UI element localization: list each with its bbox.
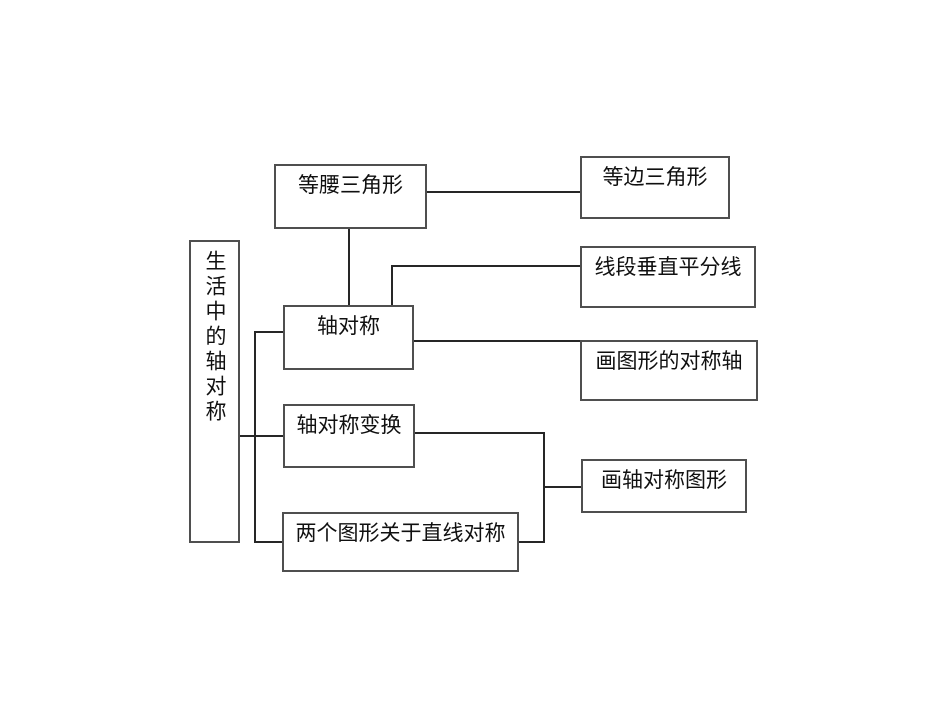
node-draw-symmetry-axis: 画图形的对称轴 (580, 340, 758, 401)
connector-isosceles-to-equilateral (427, 191, 580, 193)
connector-axial-to-draw-axis (414, 340, 580, 342)
connector-left-bus-to-two-figures (254, 541, 282, 543)
node-segment-perpendicular-bisector: 线段垂直平分线 (580, 246, 756, 308)
node-axial-symmetry-transform: 轴对称变换 (283, 404, 415, 468)
connector-left-bus-vertical (254, 331, 256, 543)
connector-two-figures-to-right-bus (519, 541, 545, 543)
node-draw-axisymmetric-figure: 画轴对称图形 (581, 459, 747, 513)
node-isosceles-triangle: 等腰三角形 (274, 164, 427, 229)
connector-isosceles-to-axial (348, 229, 350, 307)
node-life-axial-symmetry: 生活中的轴对称 (189, 240, 240, 543)
connector-perp-bisector-horizontal (392, 265, 580, 267)
node-equilateral-triangle: 等边三角形 (580, 156, 730, 219)
connector-perp-bisector-vertical (391, 265, 393, 307)
connector-left-bus-to-axial (254, 331, 283, 333)
connector-root-to-left-bus (240, 435, 256, 437)
node-two-figures-symmetric-about-line: 两个图形关于直线对称 (282, 512, 519, 572)
connector-left-bus-to-transform (254, 435, 283, 437)
node-axial-symmetry: 轴对称 (283, 305, 414, 370)
connector-right-bus-to-draw-figure (543, 486, 581, 488)
connector-transform-to-right-bus (415, 432, 545, 434)
